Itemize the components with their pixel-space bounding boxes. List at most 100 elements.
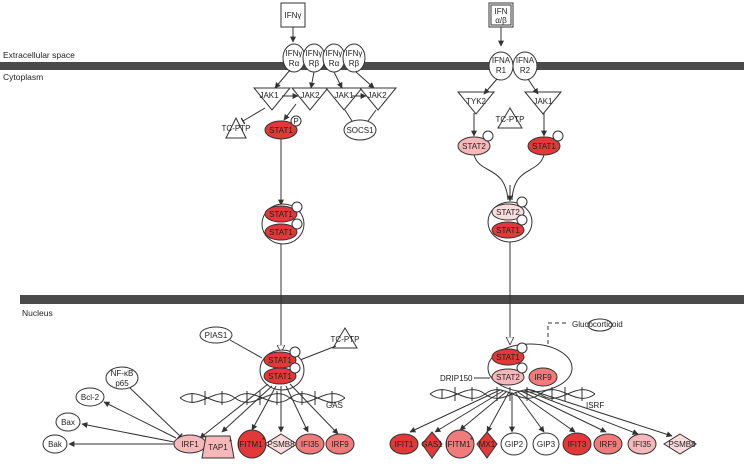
psmb8-right-node[interactable] [663, 433, 697, 455]
nfkb-label-1: NF-κB [111, 369, 134, 378]
tcptp-3-node[interactable] [332, 327, 358, 349]
stat1-dimer-top-label: STAT1 [269, 210, 293, 219]
irf9-right-node[interactable] [593, 433, 623, 455]
stat2-isgf3-node[interactable] [491, 368, 525, 386]
stat1-complex-node[interactable] [491, 221, 525, 239]
stat-complex-p1 [516, 196, 528, 208]
receptor-to-jak-edge-2 [309, 71, 315, 89]
jak-to-stat1-edge [283, 103, 297, 121]
glucocorticoid-node[interactable] [587, 318, 613, 332]
ifit3-node[interactable] [562, 432, 592, 456]
pias1-node[interactable] [199, 326, 233, 344]
ifngr-beta-1-label-1: IFNγ [306, 49, 323, 58]
receptor-to-jak-edge-4 [355, 71, 375, 89]
stat1-isgf3-label: STAT1 [496, 353, 520, 362]
receptor-to-jak-edge-1 [274, 69, 291, 89]
tap1-label: TAP1 [208, 443, 228, 452]
stat1-dimer-bot[interactable] [264, 223, 298, 241]
stat2-isgf3-p [516, 362, 528, 374]
jak1-b-node[interactable] [324, 87, 364, 111]
ifi35-right-node[interactable] [627, 433, 657, 455]
ifitm1-left-label: IFITM1 [237, 440, 263, 449]
bcl2-label: Bcl-2 [81, 393, 100, 402]
ifit1-node[interactable] [389, 433, 419, 455]
ifitm1-right-asterisk: * [470, 436, 473, 445]
stat1-cyto-phospho [290, 115, 302, 127]
tyk2-label: TYK2 [466, 97, 487, 106]
psmb8-left-node[interactable] [264, 433, 298, 455]
tap1-asterisk: * [229, 438, 232, 447]
nfkb-label-2: p65 [115, 379, 129, 388]
ifnar2-node[interactable] [512, 51, 538, 81]
irf9-left-label: IRF9 [331, 440, 349, 449]
stat2-complex-node[interactable] [491, 203, 525, 221]
tyk2-node[interactable] [456, 91, 496, 115]
stat1-right-phospho [552, 130, 564, 142]
stat2-isgf3-label: STAT2 [496, 373, 520, 382]
irf9-isgf3-node[interactable] [528, 367, 558, 387]
socs1-node[interactable] [343, 119, 377, 141]
tap1-node[interactable] [201, 435, 235, 459]
bak-label: Bak [48, 440, 63, 449]
socs1-jak-edge-1 [344, 109, 353, 122]
jak1-c-node[interactable] [523, 91, 563, 115]
ifit1-label: IFIT1 [395, 440, 414, 449]
mx1-node[interactable] [476, 431, 498, 459]
ifi35-right-label: IFI35 [633, 440, 652, 449]
pias1-inhibit-edge [229, 339, 263, 359]
ifngr-beta-2[interactable] [342, 43, 366, 73]
gip2-label: GIP2 [505, 440, 524, 449]
ifngr-alpha-1-label-1: IFNγ [286, 49, 303, 58]
bak-node[interactable] [42, 434, 68, 454]
ifitm1-right-node[interactable] [445, 429, 475, 459]
nfkb-node[interactable] [105, 366, 139, 390]
gip3-node[interactable] [532, 432, 560, 456]
socs1-label: SOCS1 [346, 126, 374, 135]
gas-label: GAS [326, 401, 343, 410]
gip3-label: GIP3 [537, 440, 556, 449]
tcptp-1-node[interactable] [225, 116, 247, 139]
irf9-right-label: IRF9 [599, 440, 617, 449]
ifitm1-right-label: IFITM1 [445, 440, 471, 449]
ifngr-beta-2-label-1: IFNγ [346, 49, 363, 58]
jak1-a-node[interactable] [252, 87, 292, 111]
ifnab-ligand[interactable] [488, 2, 514, 28]
stat1-nuc-bot[interactable] [263, 367, 297, 385]
gas1-label: GAS1 [421, 440, 443, 449]
bax-label: Bax [61, 418, 75, 427]
irf1-label: IRF1 [181, 440, 199, 449]
jak-to-tcptp-edge [240, 107, 266, 125]
gas1-node[interactable] [421, 431, 443, 459]
gip2-node[interactable] [500, 432, 528, 456]
jak1-a-label: JAK1 [259, 91, 279, 100]
irf9-left-node[interactable] [325, 433, 355, 455]
tcptp-2-node[interactable] [497, 107, 523, 129]
gas-dna-helix [179, 391, 346, 405]
psmb8-right-label: PSMB8 [668, 440, 696, 449]
stat1-nuc-bot-label: STAT1 [268, 372, 292, 381]
mx1-label: MX1 [479, 440, 496, 449]
tcptp-2-label: TC-PTP [496, 115, 525, 124]
tcptp-1-label: TC-PTP [222, 124, 251, 133]
ifngr-alpha-2-label-1: IFNγ [326, 49, 343, 58]
bcl2-node[interactable] [75, 387, 105, 407]
stat1-dimer-bot-label: STAT1 [269, 228, 293, 237]
stat1-cyto-phospho-label: P [293, 117, 298, 126]
bax-node[interactable] [55, 412, 81, 432]
ifitm1-left-asterisk: * [262, 436, 265, 445]
glucocorticoid-label: Glucocorticoid [572, 320, 623, 329]
region-extracellular-label: Extracellular space [3, 50, 75, 60]
irf1-target-edges [68, 387, 183, 447]
stat1-isgf3-node[interactable] [491, 348, 525, 366]
ifnab-ligand-label-2: α/β [495, 16, 507, 25]
tcptp-3-label: TC-PTP [331, 335, 360, 344]
stat1-dimer-top[interactable] [264, 205, 298, 223]
ifi35-left-node[interactable] [295, 433, 325, 455]
receptor-to-jak-edge-3 [333, 71, 343, 89]
socs1-jak-edge-2 [367, 109, 377, 122]
stat1-nuc-top-label: STAT1 [268, 356, 292, 365]
jak2-b-node[interactable] [358, 87, 398, 111]
ifi35-left-label: IFI35 [301, 440, 320, 449]
